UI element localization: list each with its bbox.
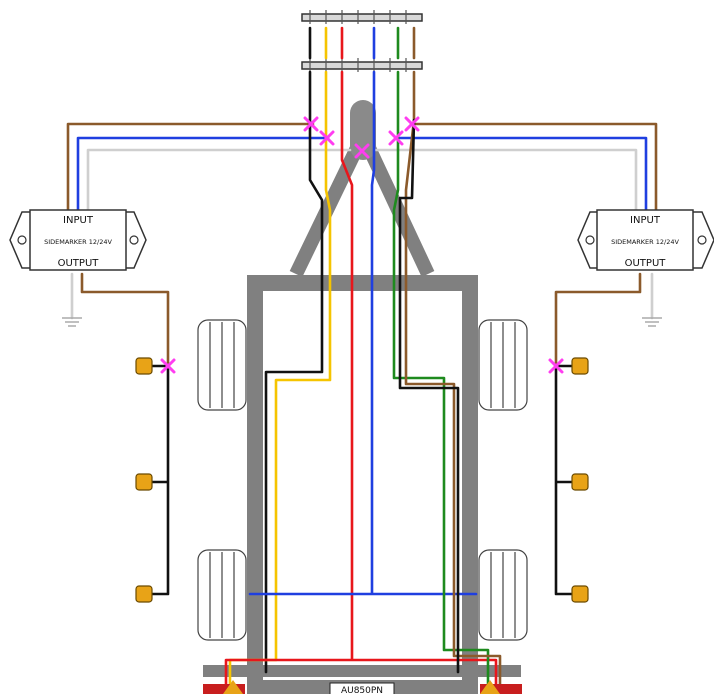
- wire-brown-right: [410, 122, 658, 214]
- module-model-label: SIDEMARKER 12/24V: [44, 238, 112, 246]
- wire-blue-left: [76, 136, 330, 214]
- marker-lamp-left-2: [135, 473, 153, 491]
- wire-black-main: [264, 26, 324, 674]
- plug-connector: [301, 10, 423, 72]
- module-output-label: OUTPUT: [625, 258, 667, 269]
- tail-light-left: [203, 684, 245, 694]
- splice-icon: [160, 358, 176, 374]
- sidemarker-module-left: INPUT SIDEMARKER 12/24V OUTPUT: [9, 209, 147, 271]
- wire-black-right: [398, 118, 460, 674]
- wire-white-left: [86, 148, 352, 214]
- splice-icon: [319, 130, 335, 146]
- wire-white-right: [374, 148, 638, 214]
- connector-bar-bottom: [301, 61, 423, 70]
- sidemarker-module-right: INPUT SIDEMARKER 12/24V OUTPUT: [577, 209, 714, 271]
- module-input-label: INPUT: [630, 215, 661, 226]
- number-plate: AU850PN: [329, 682, 395, 694]
- marker-lamp-right-1: [571, 357, 589, 375]
- splice-icon: [404, 116, 420, 132]
- marker-lamp-right-3: [571, 585, 589, 603]
- wheel-rear-right: [478, 549, 528, 641]
- wire-black-right-markers: [554, 364, 574, 596]
- reflector-right: [480, 680, 500, 694]
- module-model-label: SIDEMARKER 12/24V: [611, 238, 679, 246]
- wheel-front-left: [197, 319, 247, 411]
- splice-icon: [548, 358, 564, 374]
- tail-lights: [203, 680, 522, 694]
- connector-bar-top: [301, 13, 423, 22]
- wheel-rear-left: [197, 549, 247, 641]
- splice-icon: [354, 143, 370, 159]
- wire-brown-left: [66, 122, 315, 214]
- reflector-left: [223, 680, 243, 694]
- wire-green-main: [392, 26, 490, 690]
- wire-brown-right-output: [554, 272, 642, 368]
- marker-lamp-left-3: [135, 585, 153, 603]
- wheels: [197, 319, 528, 641]
- splice-marks: [160, 116, 564, 374]
- wire-black-left-markers: [148, 364, 170, 596]
- splice-icon: [303, 116, 319, 132]
- ground-icon: [62, 317, 82, 327]
- tail-light-right: [480, 684, 522, 694]
- ground-icon: [642, 317, 662, 327]
- marker-lamp-right-2: [571, 473, 589, 491]
- wheel-front-right: [478, 319, 528, 411]
- trailer-frame: [203, 100, 521, 694]
- module-input-label: INPUT: [63, 215, 94, 226]
- wires: [66, 26, 658, 690]
- marker-lamp-left-1: [135, 357, 153, 375]
- wire-red-main: [224, 26, 498, 690]
- wire-brown-left-output: [80, 272, 170, 368]
- main-frame: [247, 275, 478, 694]
- splice-icon: [388, 130, 404, 146]
- wire-blue-right: [394, 136, 648, 214]
- side-marker-lamps: [135, 357, 589, 603]
- ground-symbols: [62, 317, 662, 327]
- plate-label: AU850PN: [341, 686, 383, 694]
- module-output-label: OUTPUT: [58, 258, 100, 269]
- rear-bumper: [203, 665, 521, 677]
